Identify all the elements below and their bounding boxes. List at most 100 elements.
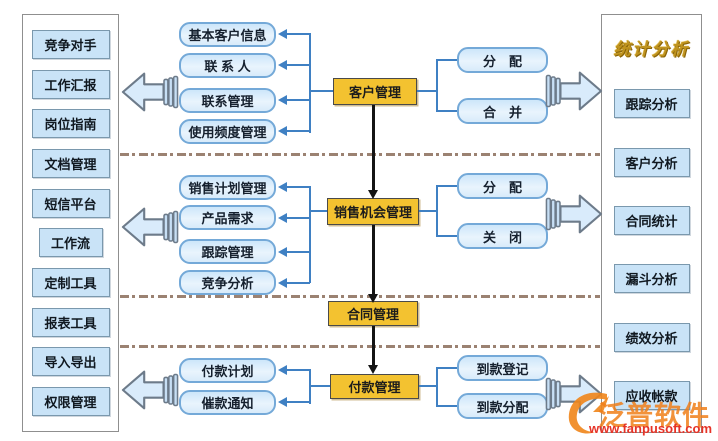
- module-box-sales-opportunity-management: 销售机会管理: [327, 198, 419, 225]
- left-panel-item: 文档管理: [31, 148, 110, 178]
- left-panel-item: 工作汇报: [31, 69, 110, 99]
- blue-arrow-left: [278, 29, 310, 39]
- feature-box: 联系管理: [179, 88, 276, 113]
- connector-line: [309, 186, 311, 283]
- feature-box: 基本客户信息: [179, 22, 276, 47]
- down-arrow: [368, 225, 378, 303]
- statistics-item: 应收帐款: [613, 380, 690, 410]
- connector-line: [438, 59, 457, 61]
- connector-line: [311, 210, 327, 212]
- blue-arrow-left: [278, 397, 310, 407]
- down-arrow: [368, 105, 378, 199]
- connector-line: [436, 59, 438, 112]
- cylinder-icon: [163, 75, 179, 109]
- left-panel-item: 工作流: [38, 228, 103, 258]
- connector-line: [438, 110, 457, 112]
- action-box: 分 配: [457, 173, 548, 199]
- arrowhead-icon: [278, 365, 287, 375]
- section-divider: [120, 345, 600, 348]
- blue-arrow-left: [278, 60, 310, 70]
- action-box: 到款分配: [457, 393, 548, 419]
- statistics-panel-title: 统计分析: [613, 40, 690, 59]
- action-box: 到款登记: [457, 355, 548, 381]
- watermark-url: www.fanpusoft.com: [589, 421, 713, 436]
- connector-line: [309, 33, 311, 133]
- arrowhead-icon: [278, 60, 287, 70]
- section-divider: [120, 153, 600, 156]
- left-panel-item: 权限管理: [31, 386, 110, 416]
- arrowhead-icon: [278, 278, 287, 288]
- watermark-brand: 泛普软件: [598, 401, 710, 431]
- left-panel-item: 报表工具: [31, 307, 110, 337]
- connector-line: [309, 369, 311, 404]
- arrowhead-icon: [368, 294, 378, 303]
- left-panel-item: 定制工具: [31, 267, 110, 297]
- blue-arrow-left: [278, 278, 310, 288]
- arrowhead-icon: [278, 182, 287, 192]
- statistics-item: 漏斗分析: [613, 264, 690, 294]
- statistics-item: 跟踪分析: [613, 89, 690, 119]
- left-tools-panel: 竞争对手 工作汇报 岗位指南 文档管理 短信平台 工作流 定制工具 报表工具 导…: [22, 14, 119, 432]
- flow-arrow-right-icon: [545, 71, 603, 111]
- connector-line: [438, 185, 457, 187]
- module-box-contract-management: 合同管理: [328, 301, 418, 326]
- arrowhead-icon: [278, 213, 287, 223]
- arrowhead-icon: [278, 397, 287, 407]
- arrowhead-icon: [368, 365, 378, 374]
- action-box: 关 闭: [457, 223, 548, 249]
- blue-arrow-left: [278, 95, 310, 105]
- blue-arrow-left: [278, 247, 310, 257]
- flow-arrow-left-icon: [121, 370, 179, 410]
- module-box-payment-management: 付款管理: [330, 374, 419, 399]
- statistics-item: 绩效分析: [613, 322, 690, 352]
- connector-line: [417, 90, 438, 92]
- statistics-item: 客户分析: [613, 147, 690, 177]
- arrowhead-icon: [278, 247, 287, 257]
- fanpu-logo-icon: [568, 392, 609, 434]
- flow-arrow-left-icon: [121, 72, 179, 112]
- connector-line: [438, 367, 457, 369]
- blue-arrow-left: [278, 182, 310, 192]
- feature-box: 竞争分析: [179, 270, 276, 295]
- feature-box: 催款通知: [179, 390, 276, 415]
- flow-arrow-right-icon: [545, 374, 603, 414]
- connector-line: [438, 235, 457, 237]
- down-arrow: [368, 326, 378, 374]
- arrowhead-icon: [278, 95, 287, 105]
- flow-arrow-left-icon: [121, 207, 179, 247]
- action-box: 合 并: [457, 98, 548, 124]
- cylinder-icon: [545, 74, 561, 108]
- cylinder-icon: [163, 210, 179, 244]
- cylinder-icon: [545, 197, 561, 231]
- connector-line: [311, 385, 330, 387]
- statistics-item: 合同统计: [613, 205, 690, 235]
- action-box: 分 配: [457, 47, 548, 73]
- arrowhead-icon: [368, 190, 378, 199]
- feature-box: 跟踪管理: [179, 239, 276, 264]
- left-panel-item: 岗位指南: [31, 109, 110, 139]
- connector-line: [438, 405, 457, 407]
- cylinder-icon: [163, 373, 179, 407]
- blue-arrow-left: [278, 126, 310, 136]
- arrowhead-icon: [278, 29, 287, 39]
- cylinder-icon: [545, 377, 561, 411]
- blue-arrow-left: [278, 213, 310, 223]
- left-panel-item: 竞争对手: [31, 30, 110, 59]
- connector-line: [419, 385, 437, 387]
- connector-line: [311, 90, 333, 92]
- section-divider: [120, 295, 600, 298]
- blue-arrow-left: [278, 365, 310, 375]
- module-box-customer-management: 客户管理: [333, 78, 417, 105]
- feature-box: 联 系 人: [179, 53, 276, 78]
- feature-box: 销售计划管理: [179, 175, 276, 200]
- left-panel-item: 导入导出: [31, 347, 110, 377]
- feature-box: 使用频度管理: [179, 119, 276, 144]
- feature-box: 付款计划: [179, 358, 276, 383]
- connector-line: [436, 367, 438, 407]
- statistics-panel: 统计分析 跟踪分析 客户分析 合同统计 漏斗分析 绩效分析 应收帐款: [601, 14, 702, 433]
- arrowhead-icon: [278, 126, 287, 136]
- flow-arrow-right-icon: [545, 194, 603, 234]
- left-panel-item: 短信平台: [31, 188, 110, 218]
- connector-line: [436, 185, 438, 237]
